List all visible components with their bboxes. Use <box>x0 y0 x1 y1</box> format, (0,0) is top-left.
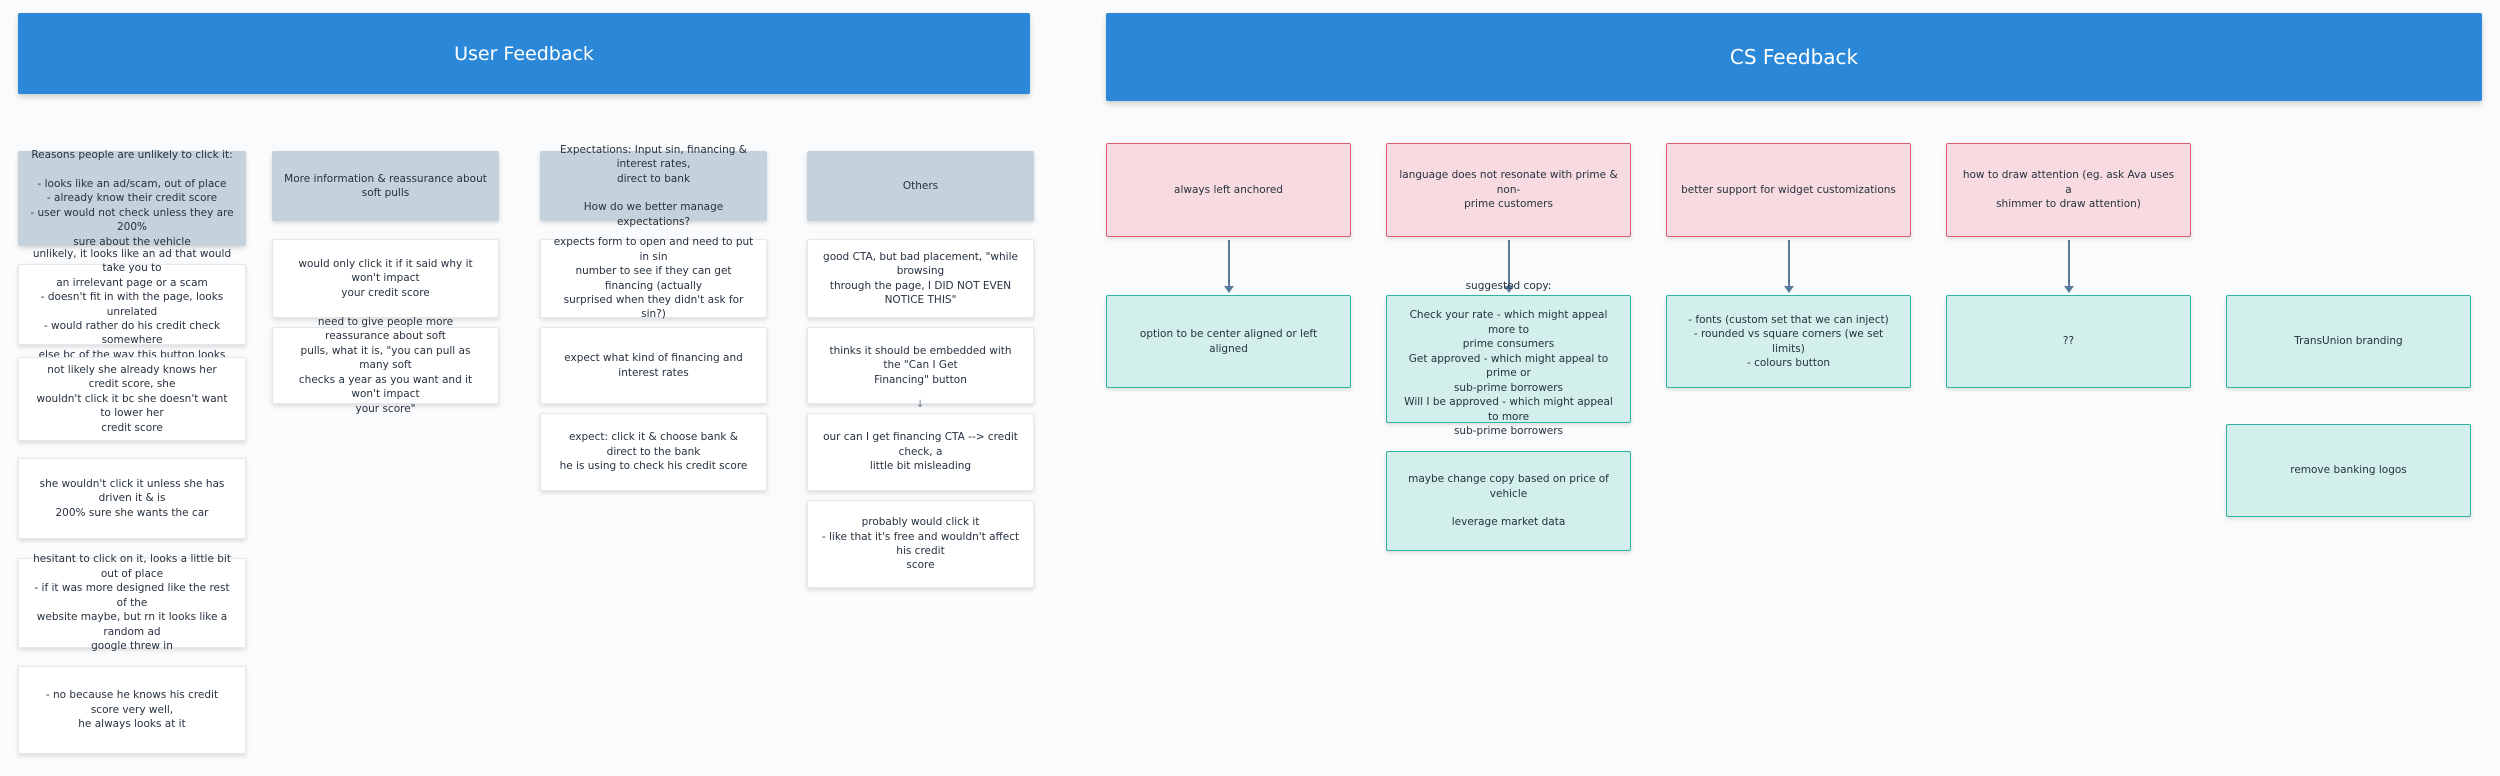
feedback-note: unlikely, it looks like an ad that would… <box>18 248 246 361</box>
feedback-note: not likely she already knows her credit … <box>18 357 246 441</box>
cs-issue-note: how to draw attention (eg. ask Ava uses … <box>1946 143 2191 237</box>
cs-solution-note: TransUnion branding <box>2226 295 2471 388</box>
feedback-note: hesitant to click on it, looks a little … <box>18 553 246 652</box>
cs-solution-note: ?? <box>1946 295 2191 388</box>
small-down-arrow: ↓ <box>916 399 925 410</box>
feedback-note: expect what kind of financing and intere… <box>540 327 767 404</box>
expectations-header: Expectations: Input sin, financing & int… <box>540 144 767 228</box>
feedback-note: good CTA, but bad placement, "while brow… <box>807 239 1034 318</box>
cs-extra-note: remove banking logos <box>2226 424 2471 517</box>
feedback-note: need to give people more reassurance abo… <box>272 316 499 415</box>
cs-issue-note: language does not resonate with prime & … <box>1386 143 1631 237</box>
cs-feedback-banner: CS Feedback <box>1106 13 2482 101</box>
user-feedback-banner: User Feedback <box>18 13 1030 94</box>
feedback-note: expect: click it & choose bank & direct … <box>540 413 767 491</box>
cs-solution-note: suggested copy: Check your rate - which … <box>1386 280 1631 437</box>
feedback-note: our can I get financing CTA --> credit c… <box>807 413 1034 491</box>
down-arrow <box>1784 240 1794 293</box>
soft-pulls-header: More information & reassurance about sof… <box>272 151 499 221</box>
feedback-note: she wouldn't click it unless she has dri… <box>18 458 246 539</box>
feedback-note: probably would click it - like that it's… <box>807 500 1034 588</box>
cs-solution-note: - fonts (custom set that we can inject) … <box>1666 295 1911 388</box>
down-arrow <box>1504 240 1514 293</box>
feedback-note: expects form to open and need to put in … <box>540 236 767 320</box>
cs-solution-note: option to be center aligned or left alig… <box>1106 295 1351 388</box>
cs-issue-note: better support for widget customizations <box>1666 143 1911 237</box>
down-arrow <box>1224 240 1234 293</box>
feedback-note: thinks it should be embedded with the "C… <box>807 327 1034 404</box>
feedback-note: would only click it if it said why it wo… <box>272 239 499 318</box>
cs-extra-note: maybe change copy based on price of vehi… <box>1386 451 1631 551</box>
down-arrow <box>2064 240 2074 293</box>
cs-issue-note: always left anchored <box>1106 143 1351 237</box>
others-header: Others <box>807 151 1034 221</box>
feedback-note: - no because he knows his credit score v… <box>18 666 246 754</box>
reasons-unlikely-header: Reasons people are unlikely to click it:… <box>18 149 246 248</box>
